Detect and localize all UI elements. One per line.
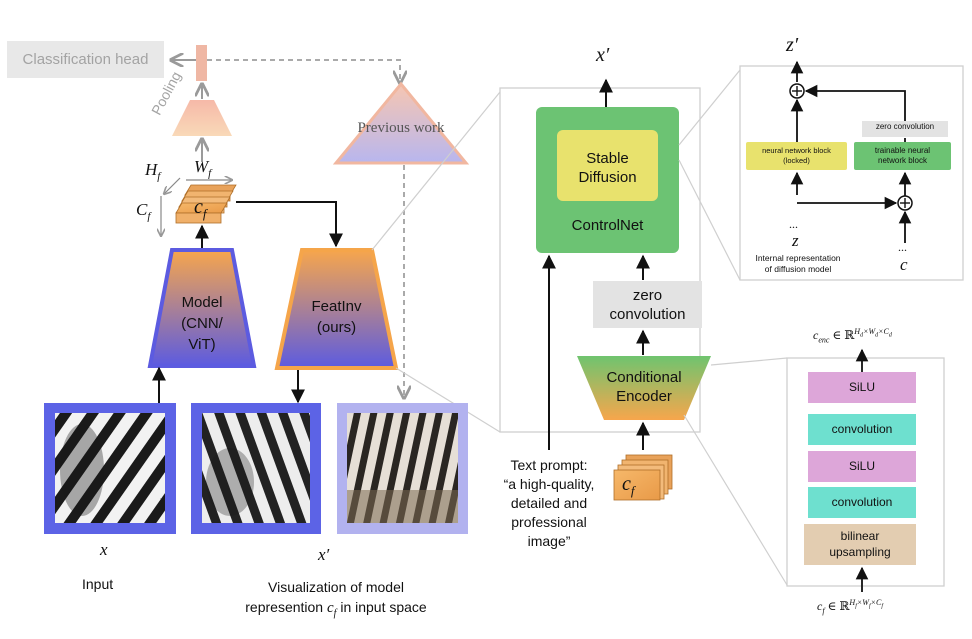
- input-image: [44, 403, 176, 534]
- x-label: x: [100, 540, 108, 559]
- xprime-top-label: x′: [596, 44, 610, 66]
- cf-stack-label: cf: [194, 196, 207, 221]
- arrow-features-to-featinv: [236, 201, 343, 248]
- zoom-line-bottom: [395, 367, 501, 433]
- stable-diffusion-box: [557, 130, 658, 201]
- model-trapezoid: [147, 248, 257, 368]
- dots-z: ...: [789, 217, 798, 231]
- locked-nn-label: neural network block(locked): [762, 146, 831, 165]
- zero-convolution-small-label: zero convolution: [875, 122, 935, 131]
- zoom-line-top: [371, 91, 501, 251]
- controlnet-label: ControlNet: [571, 217, 644, 234]
- previous-work-label: Previous work: [357, 120, 445, 136]
- trainable-nn-block: [854, 142, 951, 170]
- feature-stack-left: [175, 184, 237, 224]
- layer-silu-1: [808, 372, 916, 403]
- zoom-line-tr-bottom: [678, 159, 741, 281]
- layer-conv-2: [808, 487, 916, 518]
- zoom-line-br-top: [710, 357, 788, 366]
- cf-formula: cf ∈ ℝHf×Wf×Cf: [817, 598, 884, 616]
- xprime-label: x′: [318, 545, 330, 564]
- cf-dim-label: Cf: [136, 200, 151, 223]
- dots-c: ...: [898, 240, 907, 254]
- visualization-caption: Visualization of model represention cf i…: [245, 579, 427, 619]
- c-label: c: [900, 255, 908, 274]
- layer-conv-2-label: convolution: [831, 495, 893, 509]
- zoom-line-br-bottom: [683, 414, 788, 586]
- pooled-feature-bar: [196, 45, 207, 81]
- pooling-trapezoid: [172, 100, 232, 136]
- wf-label: Wf: [194, 157, 212, 180]
- layer-silu-2: [808, 451, 916, 482]
- model-label: Model(CNN/ViT): [181, 294, 223, 353]
- hf-label: Hf: [145, 160, 161, 183]
- cenc-formula: cenc ∈ ℝHd×Wd×Cd: [813, 327, 892, 345]
- layer-upsampling: [804, 524, 916, 565]
- layer-conv-1-label: convolution: [831, 422, 893, 436]
- layer-silu-2-label: SiLU: [848, 459, 875, 473]
- top-right-panel-border: [739, 65, 964, 281]
- previous-work-triangle: [332, 81, 470, 165]
- layer-silu-1-label: SiLU: [848, 380, 875, 394]
- feature-stack-middle: [613, 454, 673, 501]
- z-label: z: [792, 231, 799, 250]
- zero-convolution-box: [593, 281, 702, 328]
- locked-nn-block: [746, 142, 847, 170]
- classification-head-label: Classification head: [22, 51, 149, 68]
- text-prompt: Text prompt: “a high-quality, detailed a…: [503, 457, 595, 549]
- classification-head-box: [7, 41, 164, 78]
- input-label: Input: [82, 576, 114, 592]
- layer-conv-1: [808, 414, 916, 445]
- cf-middle-label: cf: [622, 473, 635, 498]
- featinv-label: FeatInv(ours): [311, 298, 362, 336]
- previous-work-output-image: [337, 403, 468, 534]
- zoom-line-tr-top: [678, 69, 741, 146]
- featinv-output-image: [191, 403, 321, 534]
- dashed-link-previous-work: [207, 59, 400, 83]
- arrow-zeroconv-to-sum: [804, 84, 906, 121]
- zprime-label: z′: [786, 34, 799, 56]
- conditional-encoder-trapezoid: [577, 356, 711, 420]
- zero-convolution-small: [862, 121, 948, 137]
- hf-axis-arrow: [164, 177, 181, 194]
